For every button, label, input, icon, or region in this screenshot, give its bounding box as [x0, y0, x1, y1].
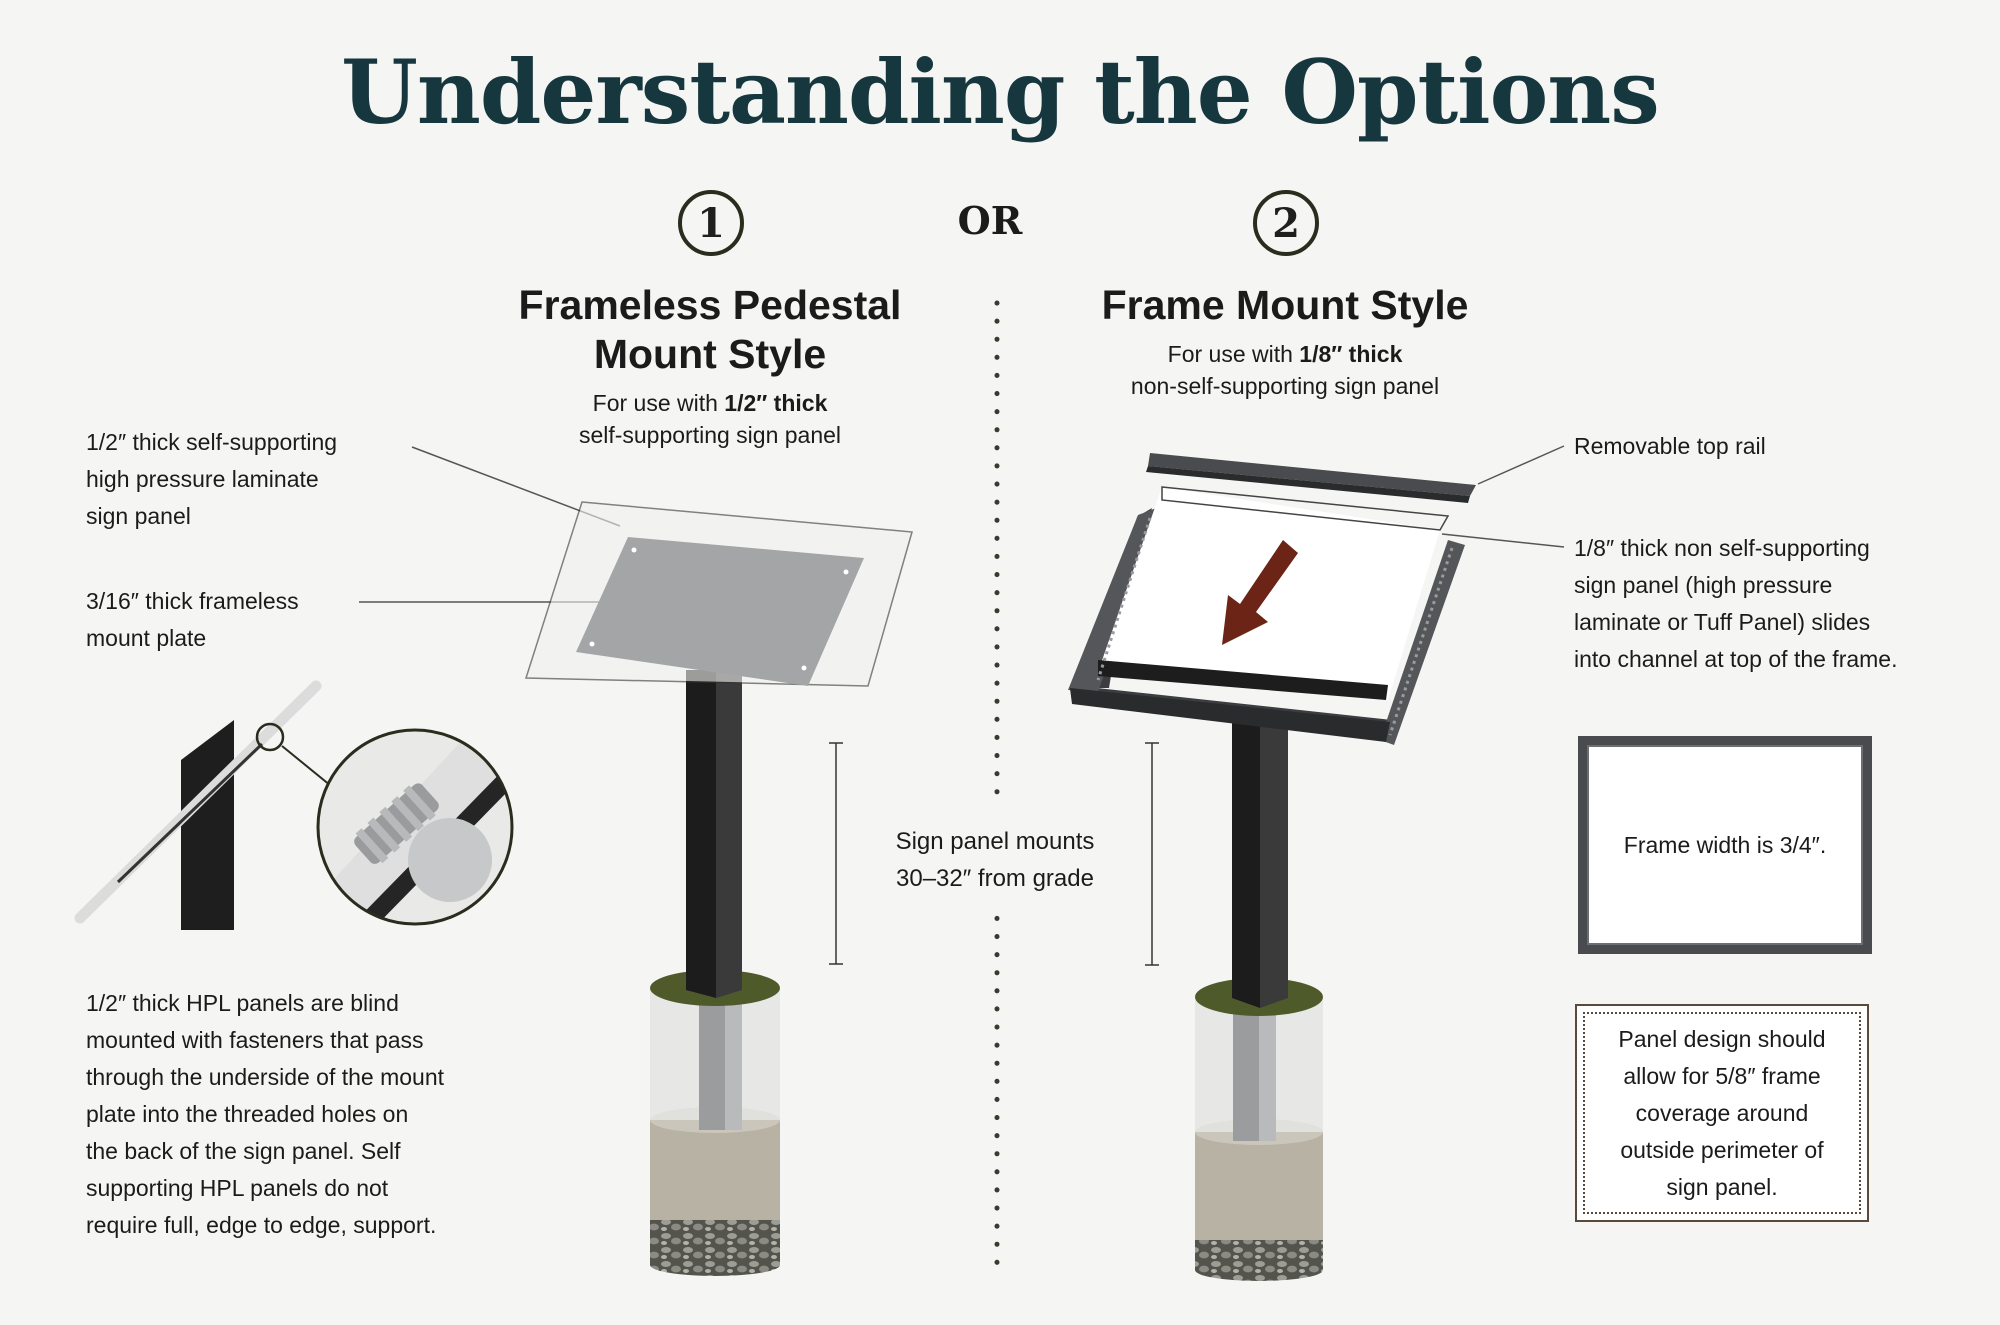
callout-panel-2-line: sign panel (high pressure: [1574, 572, 1833, 598]
callout-panel-2-line: laminate or Tuff Panel) slides: [1574, 609, 1871, 635]
callout-plate-line: mount plate: [86, 625, 207, 651]
panel-note-line: coverage around: [1635, 1099, 1809, 1126]
option-2-subtitle: For use with 1/8″ thick non-self-support…: [1030, 338, 1540, 402]
panel-note-line: Panel design should: [1618, 1025, 1826, 1052]
frame-mount-sign-illustration: [1068, 453, 1476, 1281]
option-1-description: 1/2″ thick HPL panels are blind mounted …: [86, 985, 526, 1244]
or-label: OR: [957, 198, 1023, 243]
option-1-sub-line2: self-supporting sign panel: [578, 422, 842, 448]
option-2-title: Frame Mount Style: [1101, 282, 1469, 328]
panel-note-line: outside perimeter of: [1620, 1136, 1824, 1163]
description-line: through the underside of the mount: [86, 1064, 445, 1090]
callout-panel-1-line: high pressure laminate: [86, 466, 319, 492]
option-1-sub-prefix: For use with: [592, 390, 725, 416]
panel-design-note: Panel design should allow for 5/8″ frame…: [1583, 1012, 1861, 1214]
panel-note-line: sign panel.: [1666, 1173, 1778, 1200]
mount-note-line: Sign panel mounts: [895, 828, 1095, 855]
option-1-subtitle: For use with 1/2″ thick self-supporting …: [450, 387, 970, 451]
callout-line-rail: [1477, 445, 1565, 485]
callout-panel-1-line: sign panel: [86, 503, 191, 529]
option-1-title-line1: Frameless Pedestal: [518, 282, 902, 328]
mount-note-line: 30–32″ from grade: [896, 865, 1094, 892]
option-2-sub-line2: non-self-supporting sign panel: [1130, 373, 1440, 399]
option-1-title: Frameless Pedestal Mount Style: [450, 281, 970, 379]
callout-panel-1-line: 1/2″ thick self-supporting: [86, 429, 338, 455]
mount-height-note: Sign panel mounts 30–32″ from grade: [850, 805, 1140, 915]
detail-target-circle: [255, 722, 285, 752]
description-line: 1/2″ thick HPL panels are blind: [86, 990, 399, 1016]
panel-design-box: Panel design should allow for 5/8″ frame…: [1575, 1004, 1869, 1222]
callout-panel-2-line: into channel at top of the frame.: [1574, 646, 1898, 672]
callout-plate-text: 3/16″ thick frameless mount plate: [86, 583, 386, 657]
pedestal-sign-illustration: [524, 501, 913, 1276]
description-line: require full, edge to edge, support.: [86, 1212, 437, 1238]
option-2-number: 2: [1253, 190, 1319, 256]
callout-panel-2-line: 1/8″ thick non self-supporting: [1574, 535, 1870, 561]
down-arrow-icon: [1222, 540, 1298, 645]
description-line: mounted with fasteners that pass: [86, 1027, 424, 1053]
panel-note-line: allow for 5/8″ frame: [1623, 1062, 1821, 1089]
option-1-number: 1: [678, 190, 744, 256]
callout-plate-line: 3/16″ thick frameless: [86, 588, 299, 614]
callout-line-panel-2: [1441, 533, 1565, 548]
frame-width-box: Frame width is 3/4″.: [1578, 736, 1872, 954]
magnifier-detail-icon: [316, 728, 514, 926]
option-2-sub-bold: 1/8″ thick: [1299, 341, 1403, 367]
callout-panel-1-text: 1/2″ thick self-supporting high pressure…: [86, 424, 426, 535]
description-line: plate into the threaded holes on: [86, 1101, 409, 1127]
frame-width-note: Frame width is 3/4″.: [1623, 831, 1827, 858]
option-1-sub-bold: 1/2″ thick: [724, 390, 828, 416]
side-section-illustration: [74, 680, 337, 930]
callout-panel-2-text: 1/8″ thick non self-supporting sign pane…: [1574, 530, 1994, 678]
option-2-sub-prefix: For use with: [1167, 341, 1300, 367]
callout-rail-text: Removable top rail: [1574, 433, 1766, 459]
description-line: supporting HPL panels do not: [86, 1175, 389, 1201]
description-line: the back of the sign panel. Self: [86, 1138, 401, 1164]
page-title: Understanding the Options: [341, 40, 1660, 144]
option-1-title-line2: Mount Style: [593, 331, 827, 377]
option-1-header: Frameless Pedestal Mount Style For use w…: [450, 281, 970, 451]
option-2-header: Frame Mount Style For use with 1/8″ thic…: [1030, 281, 1540, 402]
